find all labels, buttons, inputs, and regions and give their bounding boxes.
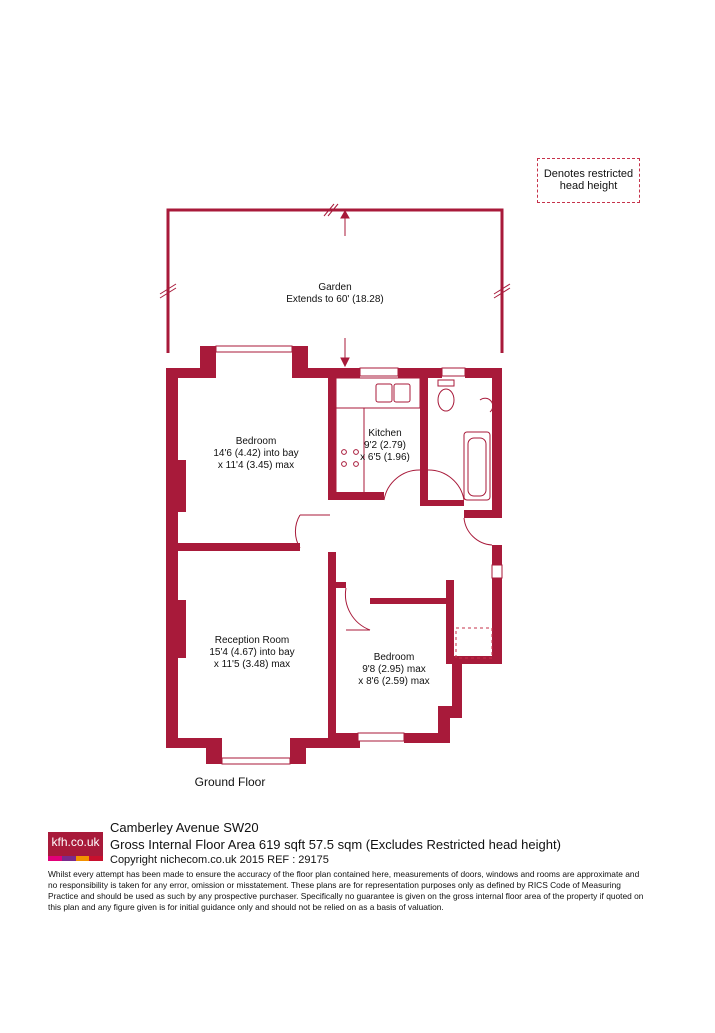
door-swings (294, 469, 493, 631)
floor-plan: Garden Extends to 60' (18.28) Bedroom 14… (159, 203, 511, 789)
caption-block: Camberley Avenue SW20 Gross Internal Flo… (110, 819, 690, 868)
logo-color-bar (48, 856, 103, 861)
kfh-logo: kfh.co.uk (48, 832, 103, 861)
kitchen-fittings (335, 377, 421, 492)
property-address: Camberley Avenue SW20 (110, 820, 259, 835)
bedroom1-label: Bedroom (236, 436, 277, 447)
exterior-walls (166, 346, 502, 764)
bedroom2-dim2: x 8'6 (2.59) max (358, 676, 429, 687)
logo-text: kfh.co.uk (51, 835, 100, 849)
floor-label: Ground Floor (195, 775, 266, 789)
logo-bar-segment (75, 856, 90, 861)
kitchen-dim1: 9'2 (2.79) (364, 440, 406, 451)
logo-bar-segment (61, 856, 76, 861)
reception-dim1: 15'4 (4.67) into bay (209, 647, 294, 658)
logo-bar-segment (89, 856, 103, 861)
legend-label: Denotes restricted head height (543, 168, 634, 192)
copyright: Copyright nichecom.co.uk 2015 REF : 2917… (110, 854, 329, 866)
interior-walls (178, 378, 464, 738)
bedroom1-dim2: x 11'4 (3.45) max (218, 460, 294, 471)
windows (215, 345, 503, 765)
kitchen-dim2: x 6'5 (1.96) (360, 452, 410, 463)
disclaimer-text: Whilst every attempt has been made to en… (48, 869, 644, 912)
garden-dimension: Extends to 60' (18.28) (286, 294, 384, 305)
bedroom2-label: Bedroom (374, 652, 415, 663)
garden-break-marks (159, 203, 511, 299)
garden-label: Garden (318, 282, 351, 293)
garden-extent-arrows (340, 209, 350, 368)
logo-bar-segment (48, 856, 62, 861)
restricted-head-height-zone (455, 627, 493, 659)
bathroom-fittings (437, 379, 494, 501)
restricted-head-height-legend-box (537, 158, 640, 203)
reception-label: Reception Room (215, 635, 289, 646)
bedroom1-dim1: 14'6 (4.42) into bay (213, 448, 298, 459)
reception-dim2: x 11'5 (3.48) max (214, 659, 290, 670)
kitchen-label: Kitchen (368, 428, 401, 439)
floor-area: Gross Internal Floor Area 619 sqft 57.5 … (110, 837, 561, 852)
garden-boundary (166, 208, 504, 353)
bedroom2-dim1: 9'8 (2.95) max (362, 664, 426, 675)
